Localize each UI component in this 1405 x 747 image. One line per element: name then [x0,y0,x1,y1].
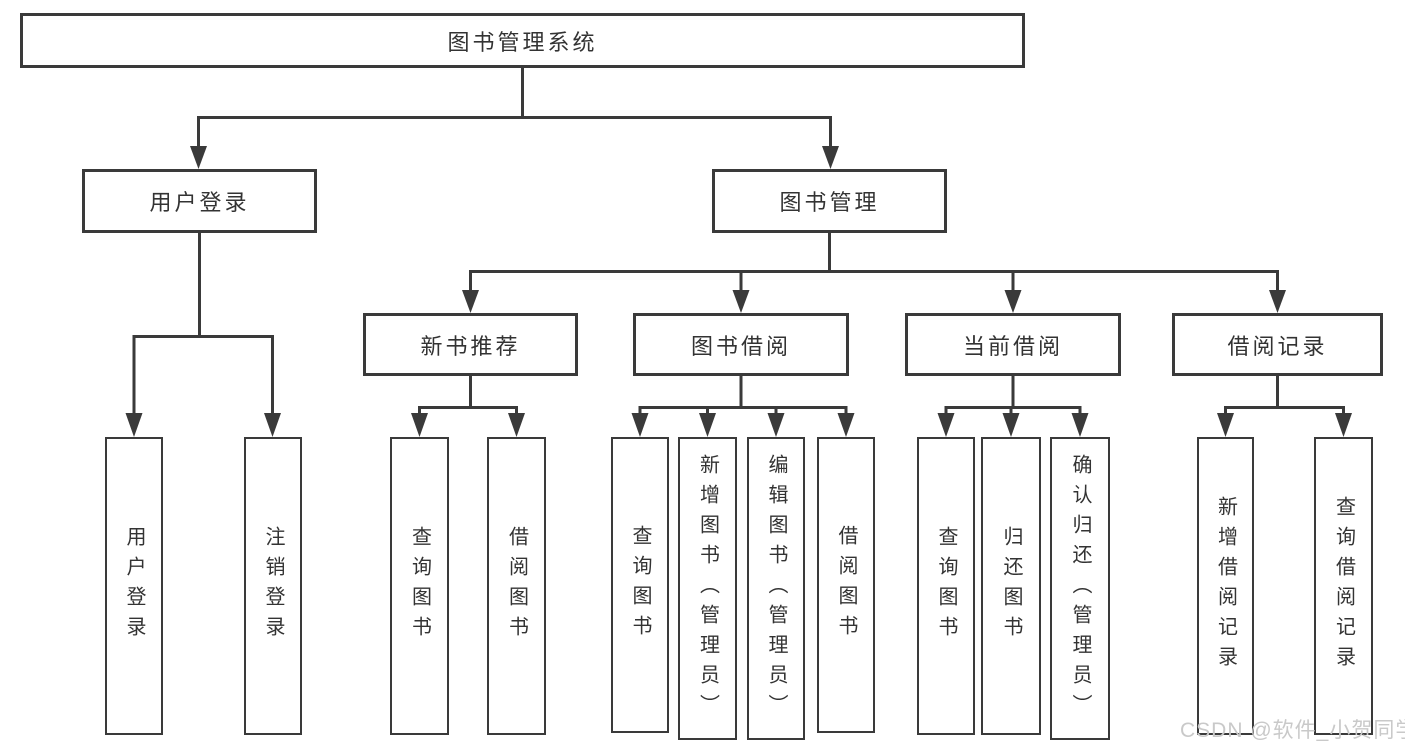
node-root-system-label: 图书管理系统 [447,29,598,55]
leaf-confirm-return-admin-label: 确认归还（管理员） [1069,453,1091,724]
leaf-return-book: 归还图书 [981,437,1041,735]
node-book-management: 图书管理 [712,169,947,233]
node-root-system: 图书管理系统 [20,13,1025,68]
node-book-management-label: 图书管理 [779,190,880,215]
leaf-borrow-books-borrowing-label: 借阅图书 [835,525,857,645]
leaf-query-books-borrowing: 查询图书 [611,437,669,733]
leaf-query-books-recommend: 查询图书 [390,437,449,735]
leaf-logout: 注销登录 [244,437,302,735]
leaf-query-books-current: 查询图书 [917,437,975,735]
leaf-borrow-books-recommend-label: 借阅图书 [505,526,528,646]
leaf-query-books-borrowing-label: 查询图书 [629,525,651,645]
node-borrowing-records-label: 借阅记录 [1227,333,1328,359]
node-borrowing-records: 借阅记录 [1172,313,1383,376]
leaf-query-books-recommend-label: 查询图书 [408,526,431,646]
leaf-add-borrow-record: 新增借阅记录 [1197,437,1254,735]
csdn-watermark: CSDN @软件_小贺同学 [1180,719,1405,742]
leaf-add-book-admin-label: 新增图书（管理员） [696,453,719,724]
arrowheads [125,146,1352,437]
leaf-query-books-current-label: 查询图书 [935,526,957,646]
node-book-borrowing-label: 图书借阅 [690,333,791,359]
leaf-add-borrow-record-label: 新增借阅记录 [1214,496,1237,676]
node-current-borrowing-label: 当前借阅 [962,333,1063,359]
leaf-borrow-books-recommend: 借阅图书 [487,437,546,735]
leaf-borrow-books-borrowing: 借阅图书 [817,437,875,733]
leaf-confirm-return-admin: 确认归还（管理员） [1050,437,1110,740]
leaf-return-book-label: 归还图书 [1000,526,1022,646]
leaf-query-borrow-record: 查询借阅记录 [1314,437,1373,735]
leaf-edit-book-admin-label: 编辑图书（管理员） [765,453,787,724]
leaf-query-borrow-record-label: 查询借阅记录 [1332,496,1355,676]
leaf-user-login: 用户登录 [105,437,163,735]
leaf-edit-book-admin: 编辑图书（管理员） [747,437,805,740]
node-user-login-label: 用户登录 [149,190,250,215]
leaf-add-book-admin: 新增图书（管理员） [678,437,737,740]
leaf-user-login-label: 用户登录 [123,526,145,646]
node-book-borrowing: 图书借阅 [633,313,849,376]
node-current-borrowing: 当前借阅 [905,313,1121,376]
leaf-logout-label: 注销登录 [262,526,284,646]
node-new-book-recommend: 新书推荐 [363,313,578,376]
node-new-book-recommend-label: 新书推荐 [420,333,521,359]
node-user-login: 用户登录 [82,169,317,233]
